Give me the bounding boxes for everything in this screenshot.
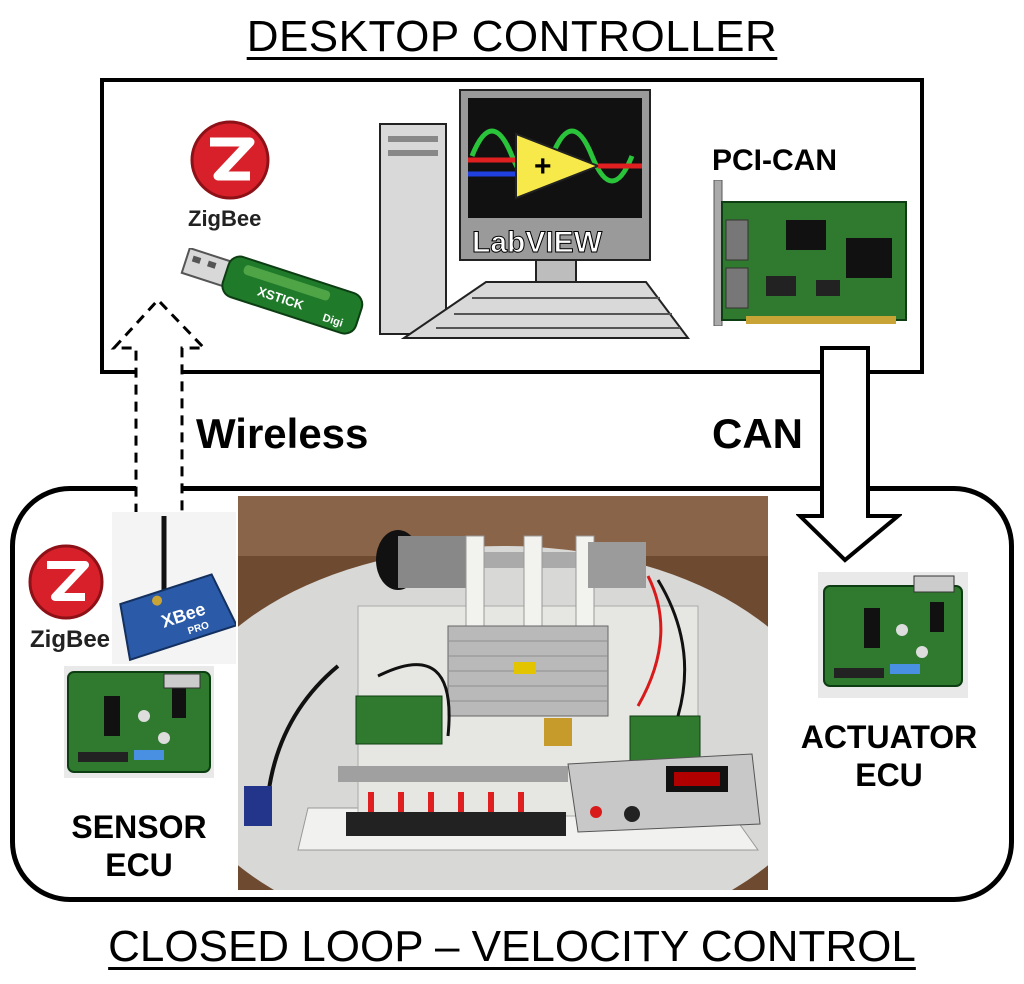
actuator-ecu-label-line1: ACTUATOR	[800, 719, 978, 755]
can-label: CAN	[712, 410, 803, 457]
pci-can-card-icon	[713, 180, 907, 326]
xstick-usb-icon: XSTICK Digi	[180, 248, 364, 335]
wireless-link-arrow	[110, 297, 208, 520]
can-link-arrow	[796, 346, 902, 563]
sensor-ecu-label: SENSOR ECU	[54, 808, 224, 884]
actuator-ecu-board-icon	[818, 572, 968, 698]
wireless-label: Wireless	[196, 410, 369, 457]
closed-loop-title: CLOSED LOOP – VELOCITY CONTROL	[108, 922, 916, 971]
xbee-module-icon: XBee PRO	[112, 512, 236, 664]
actuator-ecu-label: ACTUATOR ECU	[782, 718, 996, 794]
velocity-test-rig-photo	[238, 496, 768, 890]
desktop-computer-icon: + LabVIEW	[379, 89, 690, 339]
sensor-ecu-board-icon	[64, 666, 214, 778]
sensor-ecu-label-line2: ECU	[105, 847, 173, 883]
desktop-controller-title: DESKTOP CONTROLLER	[246, 12, 778, 61]
zigbee-label-bottom: ZigBee	[30, 626, 111, 653]
zigbee-logo-icon-bottom	[28, 544, 104, 620]
pci-can-label: PCI-CAN	[712, 144, 837, 177]
labview-text: LabVIEW	[472, 226, 603, 259]
svg-text:+: +	[534, 150, 552, 183]
sensor-ecu-label-line1: SENSOR	[71, 809, 207, 845]
zigbee-label-top: ZigBee	[188, 206, 262, 231]
actuator-ecu-label-line2: ECU	[855, 757, 923, 793]
zigbee-logo-icon	[190, 120, 270, 200]
